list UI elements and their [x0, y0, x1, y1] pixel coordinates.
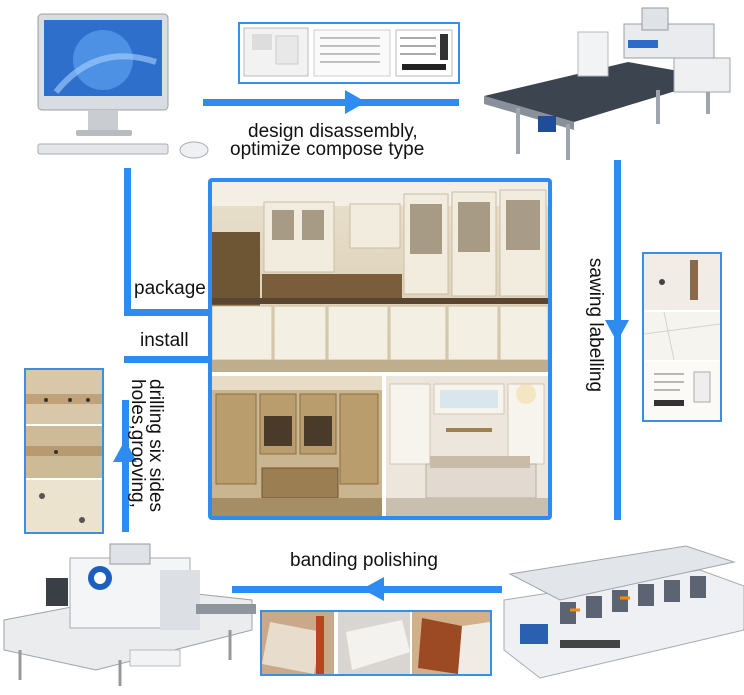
edge-sample-boards — [260, 610, 492, 676]
arrow-install-shaft — [124, 356, 214, 363]
design-label-line1: design disassembly, — [248, 121, 418, 142]
label-sheet-image — [238, 22, 460, 84]
kitchen-cabinets-photo — [212, 182, 548, 372]
arrow-package-horizontal — [124, 309, 214, 316]
arrow-design-head — [345, 90, 366, 114]
arrow-design-shaft — [203, 99, 459, 106]
labelled-board-image — [642, 252, 722, 422]
design-label-line2: optimize compose type — [230, 139, 425, 160]
bedroom-cabinet-photo — [386, 376, 548, 516]
package-label: package — [134, 278, 206, 299]
arrow-drilling-head — [113, 440, 137, 462]
arrow-package-vertical — [124, 168, 131, 316]
edge-banding-machine — [500, 540, 744, 690]
drilling-label-line2: holes,grooving, — [127, 379, 148, 508]
arrow-drilling-shaft — [122, 400, 129, 532]
walk-in-closet-photo — [212, 376, 382, 516]
drilling-label-line1: drilling six sides — [145, 379, 166, 513]
cnc-router-machine — [478, 4, 738, 162]
arrow-sawing-head — [605, 320, 629, 342]
sawing-label: sawing labelling — [585, 257, 606, 393]
finished-furniture-photo — [208, 178, 552, 520]
six-side-drilling-machine — [0, 530, 256, 690]
arrow-banding-head — [362, 577, 384, 601]
install-label: install — [140, 330, 189, 351]
banding-label: banding polishing — [290, 550, 438, 571]
computer-icon — [21, 12, 214, 162]
drilled-board-image — [24, 368, 104, 534]
